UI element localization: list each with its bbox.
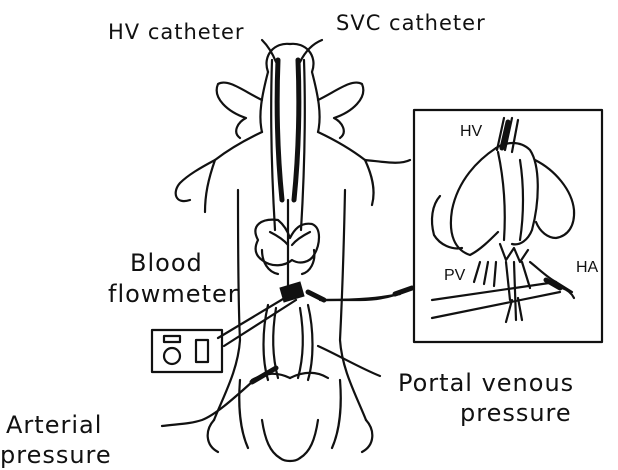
arterial-label-line1: Arterial	[6, 411, 102, 439]
blood-flowmeter-label-line1: Blood	[130, 249, 203, 277]
hv-catheter-line	[262, 40, 276, 62]
hv-catheter-label: HV catheter	[108, 20, 245, 44]
inset-pv-label: PV	[444, 267, 466, 284]
intestines	[252, 305, 328, 380]
svc-catheter-label: SVC catheter	[336, 11, 486, 35]
rat-body	[176, 44, 410, 461]
liver-inset	[414, 110, 602, 342]
flowmeter-box	[152, 330, 222, 372]
svc-catheter-line	[300, 40, 322, 62]
blood-flowmeter-label-line2: flowmeter	[108, 280, 239, 308]
inset-ha-label: HA	[576, 259, 599, 276]
arterial-label-line2: pressure	[0, 441, 112, 469]
inset-hv-label: HV	[460, 123, 483, 140]
portal-pressure-pointer	[318, 346, 380, 376]
portal-venous-label-line2: pressure	[460, 399, 572, 427]
vena-cava	[271, 60, 305, 290]
portal-catheter	[308, 292, 324, 300]
portal-venous-label-line1: Portal venous	[398, 369, 574, 397]
arterial-catheter	[252, 368, 276, 382]
